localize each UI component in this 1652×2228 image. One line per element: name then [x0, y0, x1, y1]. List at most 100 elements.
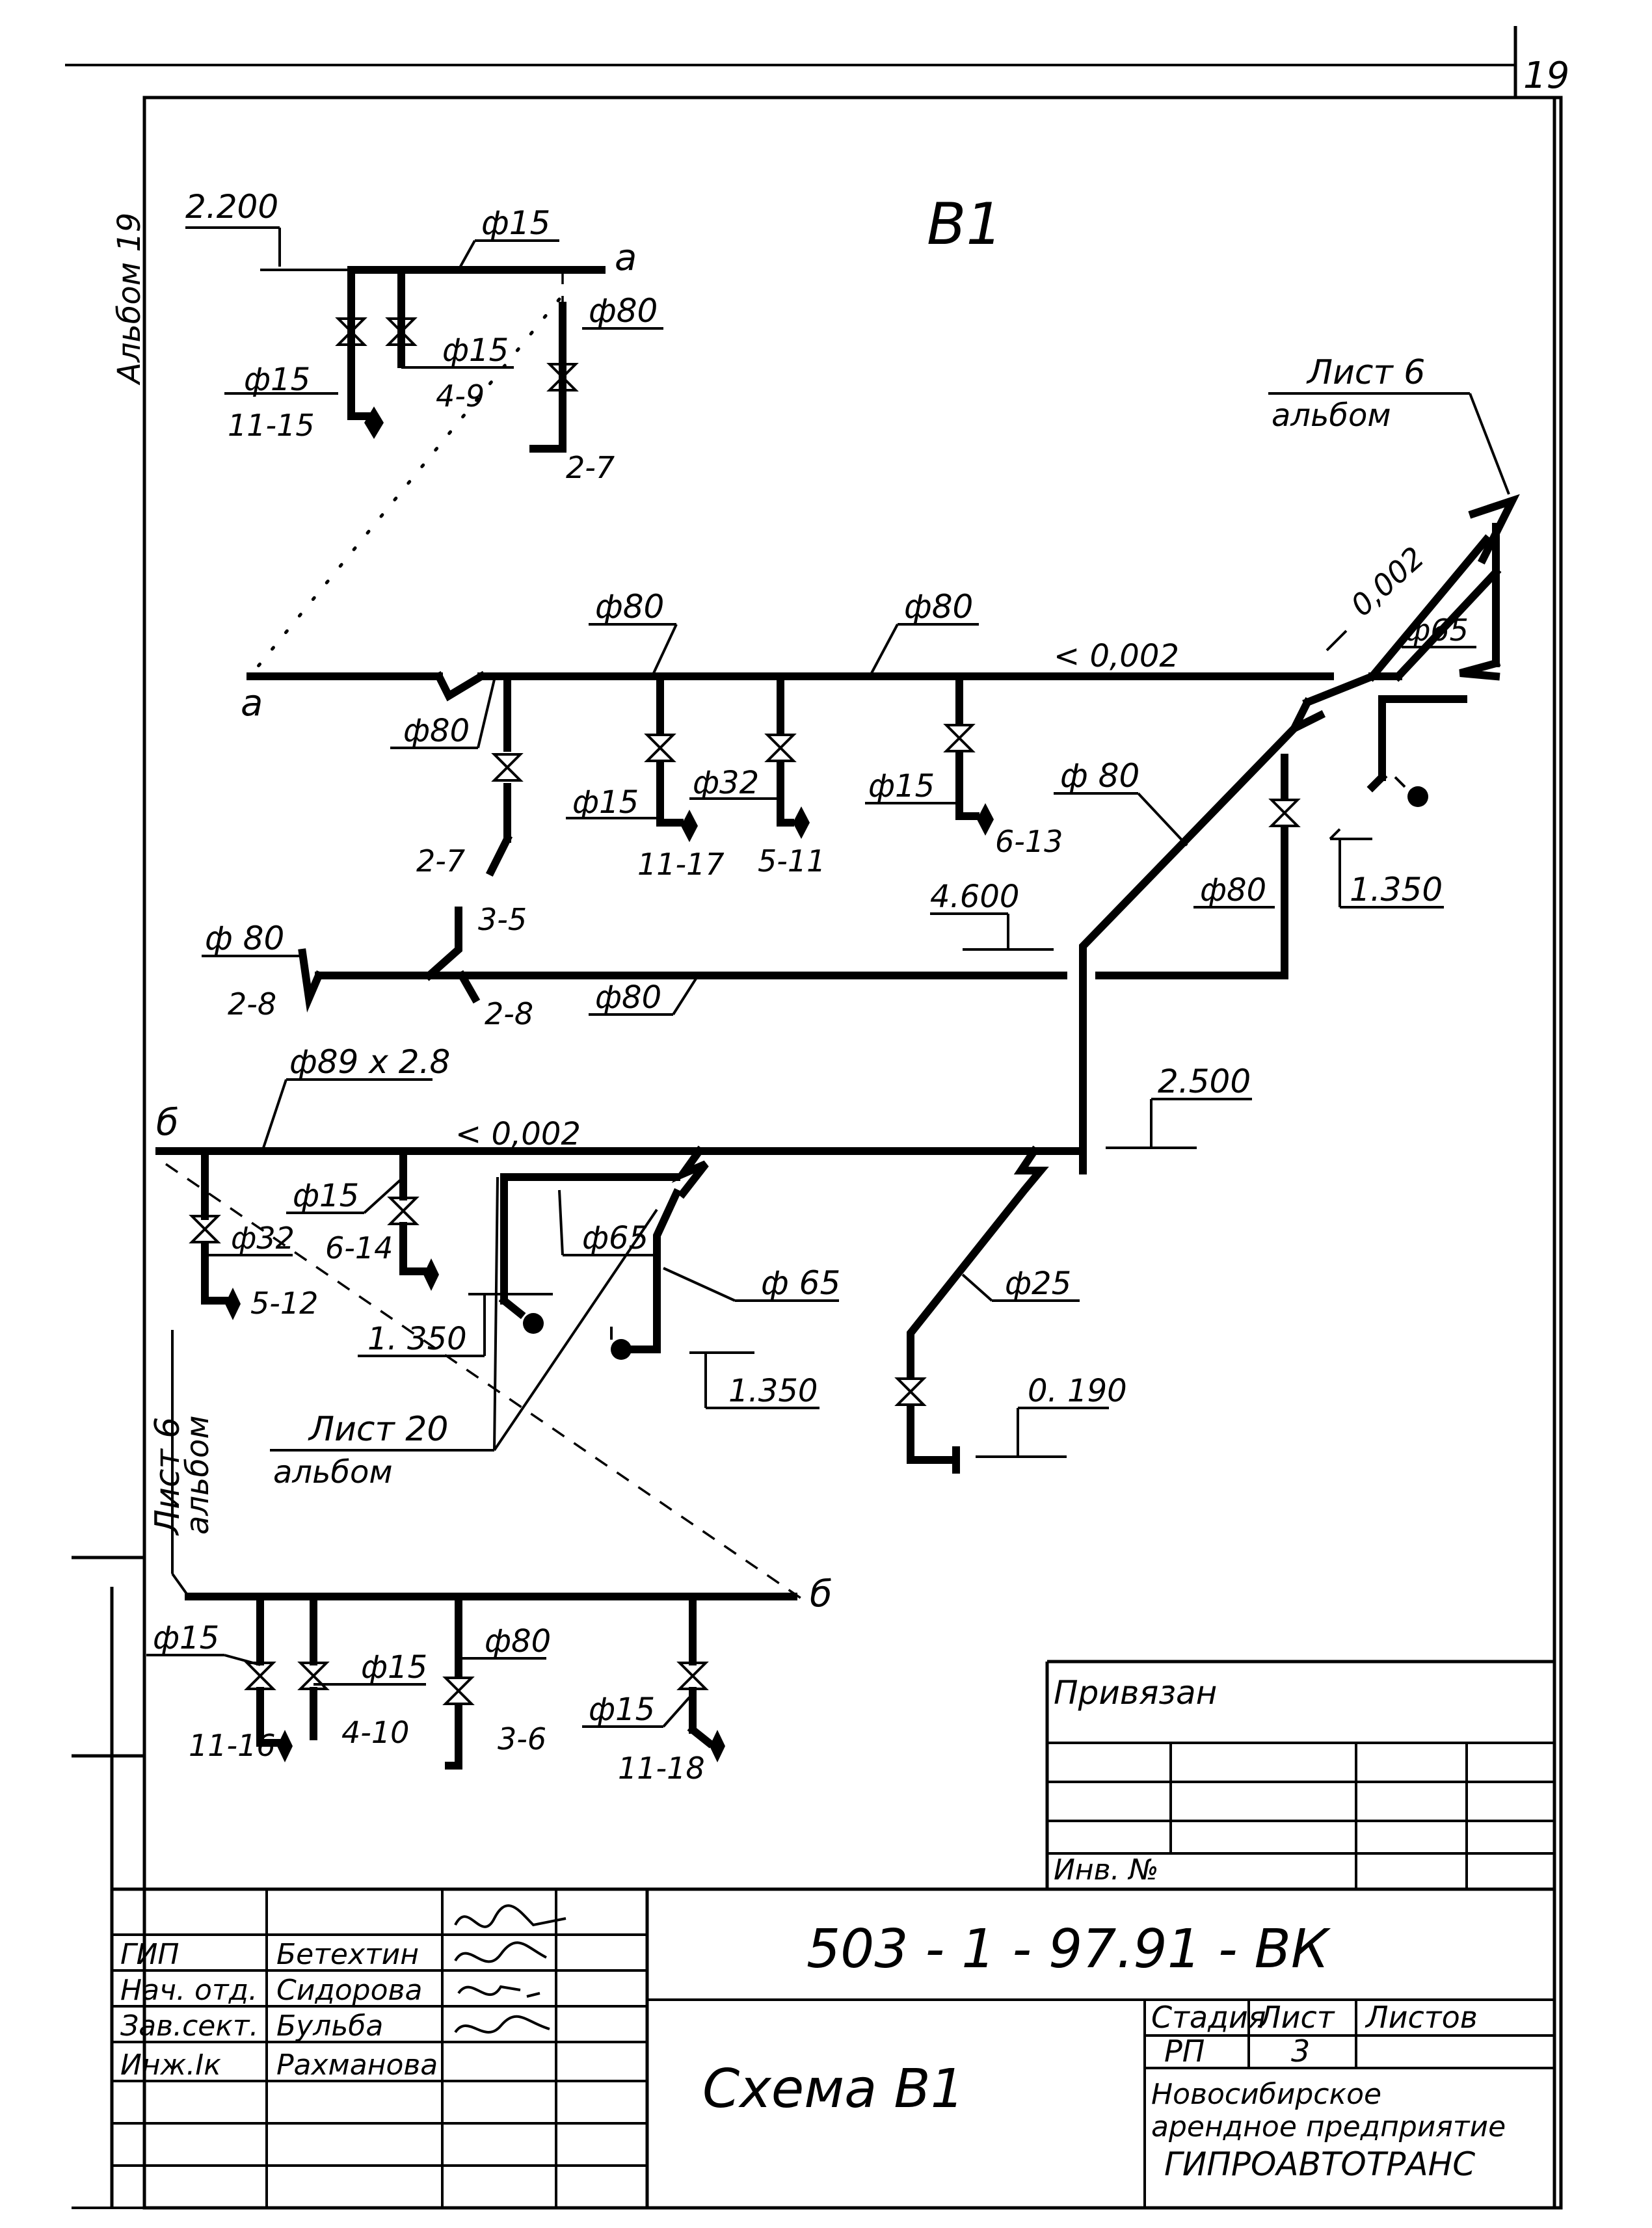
album-side-label: Альбом 19 [111, 213, 148, 386]
stamp-code: 503 - 1 - 97.91 - ВК [806, 1918, 1331, 1980]
label-slope-b: < 0,002 [455, 1116, 581, 1152]
label-n-6-14: 6-14 [325, 1230, 393, 1266]
valve-icon [442, 1677, 475, 1705]
stamp-privyazan: Привязан [1054, 1674, 1217, 1712]
label-d32-br3: ф32 [693, 765, 759, 801]
label-d80-diag: ф 80 [1060, 757, 1139, 795]
stamp-stage-header: Стадия [1151, 2000, 1266, 2035]
label-sheet20-a: Лист 20 [308, 1410, 448, 1449]
signature [454, 1904, 566, 2034]
label-elev-4600: 4.600 [930, 879, 1019, 915]
stamp-name: Рахманова [276, 2049, 438, 2082]
label-d15-top: ф15 [481, 204, 550, 242]
stub-b-top: б [156, 1102, 179, 1144]
label-d80-low: ф80 [595, 979, 661, 1016]
stamp-title: Схема В1 [702, 2058, 965, 2120]
label-sheet20-b: альбом [273, 1454, 393, 1491]
valve-icon [546, 363, 579, 391]
top-assembly [245, 266, 606, 682]
main-stamp [112, 1887, 1554, 2208]
valve-icon [387, 1197, 420, 1225]
stamp-role: Инж.Iк [120, 2049, 221, 2082]
valve-icon [244, 1662, 276, 1690]
stub-b-bottom: б [810, 1573, 833, 1615]
privyazan-block [1045, 1660, 1554, 1889]
valve-icon [385, 317, 418, 346]
tap-icon [523, 1313, 544, 1334]
label-sheet6-side-b: альбом [180, 1415, 216, 1535]
label-slope-riser: 0,002 [1344, 540, 1431, 623]
label-d80-main-1: ф80 [595, 588, 664, 626]
line-b [155, 1145, 1087, 1601]
label-d80-top: ф80 [589, 292, 658, 330]
label-d15-bb1: ф15 [153, 1620, 219, 1656]
valve-icon [189, 1215, 221, 1243]
label-elev-1350-l: 1. 350 [367, 1321, 467, 1357]
stamp-name: Бульба [276, 2009, 383, 2043]
label-elev-2500: 2.500 [1158, 1063, 1251, 1100]
stamp-inv-no: Инв. № [1054, 1853, 1158, 1887]
label-n-6-13: 6-13 [995, 824, 1063, 859]
stamp-sheets-header: Листов [1365, 2000, 1478, 2035]
label-d65-right: ф65 [1405, 613, 1469, 648]
label-n-11-17: 11-17 [637, 847, 725, 882]
label-d15-top-mid: ф15 [442, 332, 509, 369]
valve-icon [644, 734, 676, 762]
label-d32-b1: ф32 [231, 1221, 295, 1256]
main-line-a [246, 670, 1402, 877]
label-d15-top-left: ф15 [244, 362, 310, 398]
tap-icon [977, 803, 994, 836]
stub-a-top: а [615, 237, 637, 279]
tap-icon [681, 810, 698, 842]
stamp-sheet-header: Лист [1257, 2000, 1335, 2035]
label-elev-1350-r: 1.350 [1350, 871, 1443, 908]
label-d15-br2: ф15 [572, 784, 639, 821]
tap-icon [423, 1258, 439, 1291]
bottom-line-b [171, 1330, 797, 1770]
stub-a-left: а [241, 682, 263, 724]
tap-icon [610, 1327, 632, 1360]
label-d65-b2: ф 65 [761, 1264, 840, 1302]
tap-icon [710, 1730, 725, 1762]
tap-icon [225, 1288, 241, 1320]
label-n-2-8-left: 2-8 [228, 987, 276, 1022]
valve-icon [676, 1662, 709, 1690]
label-n-4-10: 4-10 [341, 1715, 409, 1750]
label-n-4-9: 4-9 [436, 378, 485, 414]
valve-icon [297, 1662, 330, 1690]
label-n-11-15: 11-15 [228, 408, 315, 443]
stamp-name: Сидорова [276, 1974, 422, 2007]
label-n-3-6: 3-6 [498, 1721, 546, 1757]
valve-icon [1268, 799, 1301, 827]
label-slope-main: < 0,002 [1054, 638, 1179, 674]
stamp-role: Нач. отд. [120, 1974, 258, 2007]
stamp-sheet: 3 [1291, 2034, 1310, 2069]
label-sheet6-top-a: Лист 6 [1306, 353, 1425, 392]
valve-icon [894, 1377, 927, 1406]
label-n-5-12: 5-12 [250, 1286, 318, 1321]
valve-icon [943, 724, 976, 752]
tap-icon [793, 806, 810, 839]
label-n-3-5: 3-5 [478, 902, 527, 937]
label-d15-bb2: ф15 [361, 1649, 427, 1686]
label-sheet6-top-b: альбом [1272, 397, 1391, 434]
label-d80-bb3: ф80 [485, 1623, 551, 1660]
label-elev-1350-m: 1.350 [728, 1373, 818, 1409]
label-d25: ф25 [1005, 1266, 1071, 1302]
sheet-frame [65, 26, 1563, 2210]
label-n-2-8-mid: 2-8 [485, 996, 533, 1031]
label-d15-br4: ф15 [868, 768, 935, 804]
scheme-title: В1 [927, 191, 1002, 258]
page-number: 19 [1523, 55, 1569, 97]
label-elev-0190: 0. 190 [1028, 1373, 1127, 1409]
tap-icon [277, 1730, 293, 1762]
stamp-org-2: арендное предприятие [1151, 2110, 1506, 2143]
stamp-name: Бетехтин [276, 1938, 419, 1971]
valve-icon [491, 753, 524, 782]
stamp-role: ГИП [120, 1938, 180, 1971]
label-n-2-7-top: 2-7 [566, 450, 615, 485]
label-d80-right-drop: ф80 [1200, 872, 1266, 908]
label-d80-main-2: ф80 [904, 588, 973, 626]
riser [1079, 494, 1520, 1174]
label-d15-b1: ф15 [293, 1178, 359, 1214]
